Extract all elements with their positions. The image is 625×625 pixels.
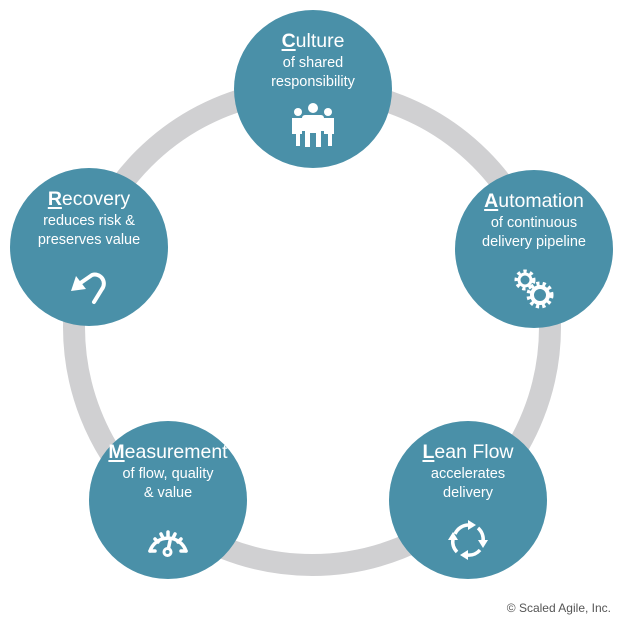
node-title: Measurement (108, 441, 228, 463)
node-title: Lean Flow (422, 441, 514, 463)
cycle-arrows-icon (448, 520, 488, 560)
node-subtitle: accelerates delivery (430, 466, 506, 501)
node-subtitle: reduces risk & preserves value (37, 213, 141, 248)
node-lean-flow: Lean Flow accelerates delivery (389, 421, 547, 579)
node-measurement: Measurement of flow, quality & value (89, 421, 247, 579)
node-subtitle: of continuous delivery pipeline (482, 215, 586, 250)
node-subtitle: of flow, quality & value (122, 466, 214, 501)
gauge-icon (148, 530, 188, 557)
node-subtitle: of shared responsibility (271, 55, 355, 90)
people-icon (292, 103, 334, 147)
undo-arrow-icon (71, 272, 106, 304)
node-title: Recovery (47, 188, 131, 210)
node-title: Automation (484, 190, 584, 212)
node-title: Culture (281, 30, 345, 52)
copyright-text: © Scaled Agile, Inc. (506, 601, 611, 615)
node-automation: Automation of continuous delivery pipeli… (455, 170, 613, 328)
gears-icon (514, 269, 554, 309)
node-recovery: Recovery reduces risk & preserves value (10, 168, 168, 326)
node-culture: Culture of shared responsibility (234, 10, 392, 168)
